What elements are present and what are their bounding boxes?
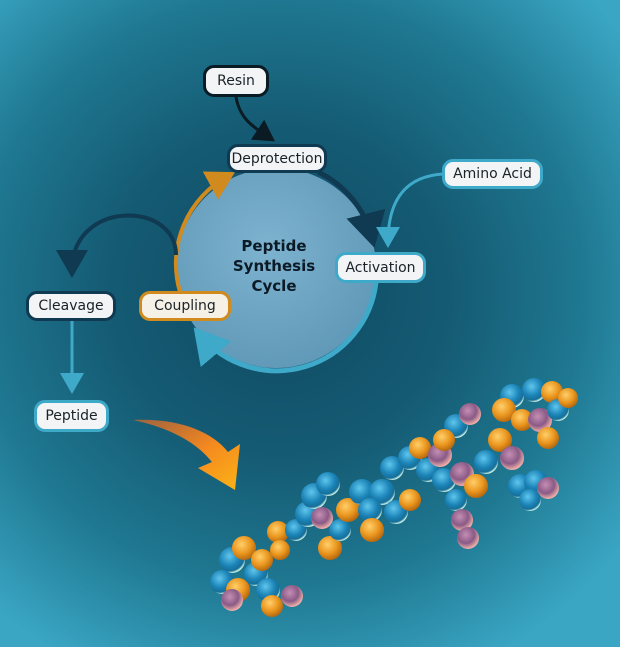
arrow-deprotection-to-activation [316, 169, 386, 248]
peptide-molecule-illustration [210, 378, 578, 617]
arrow-resin-to-deprotection [234, 96, 275, 142]
node-activation: Activation [335, 252, 426, 283]
node-deprotection: Deprotection [227, 144, 327, 173]
node-amino-acid: Amino Acid [442, 159, 543, 189]
node-cleavage: Cleavage [26, 291, 116, 321]
node-peptide: Peptide [34, 400, 109, 432]
arrow-amino-acid-to-activation [376, 172, 444, 248]
node-coupling: Coupling [139, 291, 231, 321]
node-resin: Resin [203, 65, 269, 97]
cycle-title-line-3: Cycle [251, 277, 297, 295]
orange-curved-arrow [133, 419, 240, 490]
arrow-coupling-to-deprotection [173, 171, 236, 293]
cycle-title-line-1: Peptide [241, 237, 307, 255]
arrow-coupling-to-cleavage [56, 213, 178, 278]
cycle-title-line-2: Synthesis [232, 257, 316, 275]
cycle-title: Peptide Synthesis Cycle [214, 236, 334, 296]
arrow-activation-to-coupling [193, 281, 379, 374]
